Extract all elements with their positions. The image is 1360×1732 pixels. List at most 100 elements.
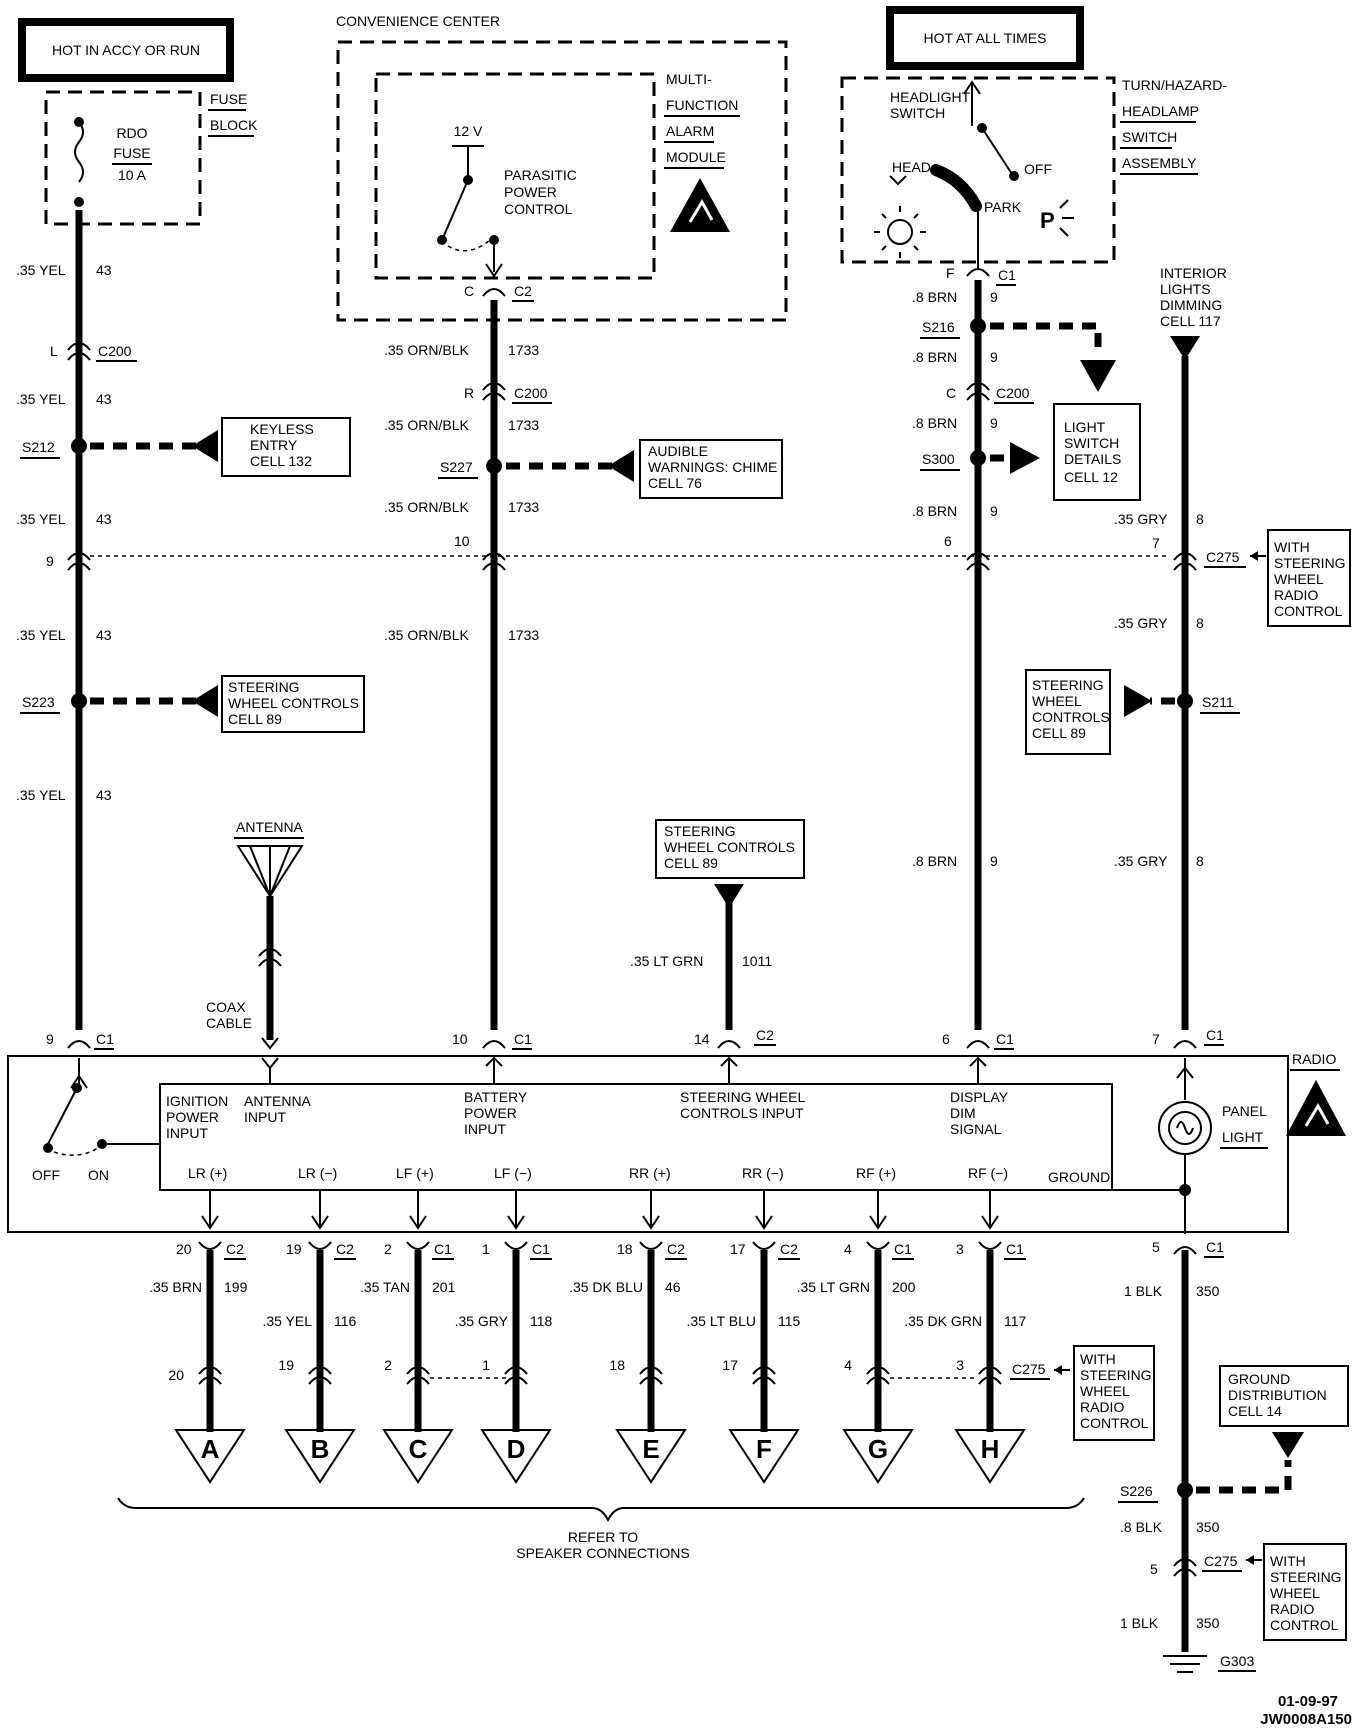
speaker-conn: C1 (1006, 1241, 1024, 1257)
w1-c200-pin: L (50, 343, 58, 359)
speaker-conn: C2 (667, 1241, 685, 1257)
ant-input-2: INPUT (244, 1109, 286, 1125)
panel-label-1: PANEL (1222, 1103, 1267, 1119)
w3-wire-d: .8 BRN (912, 503, 957, 519)
w3-num-e: 9 (990, 853, 998, 869)
esd-icon (670, 178, 730, 232)
radio-unit: RADIO OFF ON IGNITION POWER INPUT ANTENN… (7, 1051, 1346, 1234)
gnd-num-a: 350 (1196, 1283, 1220, 1299)
swcc-2: WHEEL (1032, 693, 1082, 709)
w2-rad-pin: 10 (452, 1031, 468, 1047)
w3-wire-b: .8 BRN (912, 349, 957, 365)
speaker-wire-color: .35 GRY (455, 1313, 509, 1329)
panel-label-2: LIGHT (1222, 1129, 1264, 1145)
parking-lamp-icon: P (1040, 199, 1074, 237)
speaker-letter: H (981, 1434, 1000, 1464)
gnd-c275-label: C275 (1204, 1553, 1238, 1569)
ref-with-swr-lower: WITH STEERING WHEEL RADIO CONTROL (1073, 1345, 1155, 1441)
keyless-1: KEYLESS (250, 421, 314, 437)
w4-wire-a: .35 GRY (1114, 511, 1168, 527)
bat-input-3: INPUT (464, 1121, 506, 1137)
mfam-label-1: MULTI- (666, 71, 712, 87)
refer-text-1: REFER TO (568, 1529, 638, 1545)
w2-wire-c: .35 ORN/BLK (384, 499, 469, 515)
w4-wire-c: .35 GRY (1114, 853, 1168, 869)
withswr-lower-4: RADIO (1080, 1399, 1124, 1415)
w3-wire-c: .8 BRN (912, 415, 957, 431)
w2-num-a: 1733 (508, 342, 539, 358)
speaker-c275-pin: 18 (609, 1357, 625, 1373)
dd-label-2: DIM (950, 1105, 976, 1121)
g303-label: G303 (1220, 1653, 1254, 1669)
gnd-num-c: 350 (1196, 1615, 1220, 1631)
swcb-2: WHEEL CONTROLS (228, 695, 359, 711)
speaker-conn: C1 (532, 1241, 550, 1257)
w4-rad-pin: 7 (1152, 1031, 1160, 1047)
ref-audible-chime: AUDIBLE WARNINGS: CHIME CELL 76 (639, 439, 783, 499)
wire-swc-input: STEERING WHEEL CONTROLS CELL 89 .35 LT G… (630, 819, 805, 1049)
swcc-1: STEERING (1032, 677, 1104, 693)
interior-lights-ref: INTERIOR LIGHTS DIMMING CELL 117 (1160, 265, 1227, 360)
s227-label: S227 (440, 459, 473, 475)
wire-ignition: .35 YEL 43 L C200 .35 YEL 43 S212 .35 YE… (16, 210, 218, 1050)
ref-swc-left: STEERING WHEEL CONTROLS CELL 89 (221, 675, 365, 733)
speaker-pin: 20 (176, 1241, 192, 1257)
lgrn-conn: C2 (756, 1027, 774, 1043)
ref-light-switch-details: LIGHT SWITCH DETAILS CELL 12 (1053, 403, 1141, 501)
withswr-lower-2: STEERING (1080, 1367, 1152, 1383)
ref-keyless-entry: KEYLESS ENTRY CELL 132 (221, 417, 351, 477)
swcb-1: STEERING (228, 679, 300, 695)
switch-off-label: OFF (1024, 161, 1052, 177)
gnd-wire-b: .8 BLK (1120, 1519, 1163, 1535)
s223-label: S223 (22, 694, 55, 710)
panel-light-bulb (1112, 1058, 1212, 1234)
speaker-circuit: 201 (432, 1279, 456, 1295)
ppc-label-2: POWER (504, 184, 557, 200)
w3-num-a: 9 (990, 289, 998, 305)
ref-ground-distribution: GROUND DISTRIBUTION CELL 14 (1219, 1365, 1349, 1427)
w4-c275-pin: 7 (1152, 535, 1160, 551)
ppc-label-3: CONTROL (504, 201, 573, 217)
w3-rad-pin: 6 (942, 1031, 950, 1047)
w1-c275-pin: 9 (46, 553, 54, 569)
c275-speaker-label: C275 (1010, 1361, 1070, 1380)
gnd-c275-pin: 5 (1150, 1561, 1158, 1577)
parking-lamp-p: P (1040, 208, 1055, 233)
w2-conv-pin: C (464, 283, 474, 299)
switch-head-label: HEAD (892, 159, 931, 175)
speaker-circuit: 115 (778, 1313, 801, 1329)
w1-rad-pin: 9 (46, 1031, 54, 1047)
speaker-brace: REFER TO SPEAKER CONNECTIONS (117, 1497, 1085, 1561)
speaker-pin: 17 (730, 1241, 746, 1257)
lgrn-wire: .35 LT GRN (630, 953, 703, 969)
interior-label-4: CELL 117 (1160, 313, 1221, 329)
gnd-wire-c: 1 BLK (1120, 1615, 1159, 1631)
ign-label-2: POWER (166, 1109, 219, 1125)
w4-num-b: 8 (1196, 615, 1204, 631)
radio-off-label: OFF (32, 1167, 60, 1183)
w4-wire-b: .35 GRY (1114, 615, 1168, 631)
swcc-3: CONTROLS (1032, 709, 1110, 725)
speaker-wire-color: .35 YEL (262, 1313, 312, 1329)
speaker-letter: C (409, 1434, 428, 1464)
swcb-3: CELL 89 (228, 711, 282, 727)
w2-c275-pin: 10 (454, 533, 470, 549)
fuse-rating: 10 A (118, 167, 147, 183)
convenience-center: CONVENIENCE CENTER MULTI- FUNCTION ALARM… (336, 13, 788, 322)
ign-label-1: IGNITION (166, 1093, 228, 1109)
speaker-letter: B (311, 1434, 330, 1464)
speaker-circuit: 200 (892, 1279, 916, 1295)
swc-2: WHEEL CONTROLS (664, 839, 795, 855)
withswr-upper-5: CONTROL (1274, 603, 1343, 619)
speaker-c275-pin: 19 (278, 1357, 294, 1373)
s216-label: S216 (922, 319, 955, 335)
withswr-gnd-4: RADIO (1270, 1601, 1314, 1617)
w2-c200-pin: R (464, 385, 474, 401)
w1-wire-c: .35 YEL (16, 511, 66, 527)
chime-1: AUDIBLE (648, 443, 708, 459)
withswr-upper-1: WITH (1274, 539, 1310, 555)
speaker-circuit: 199 (224, 1279, 248, 1295)
